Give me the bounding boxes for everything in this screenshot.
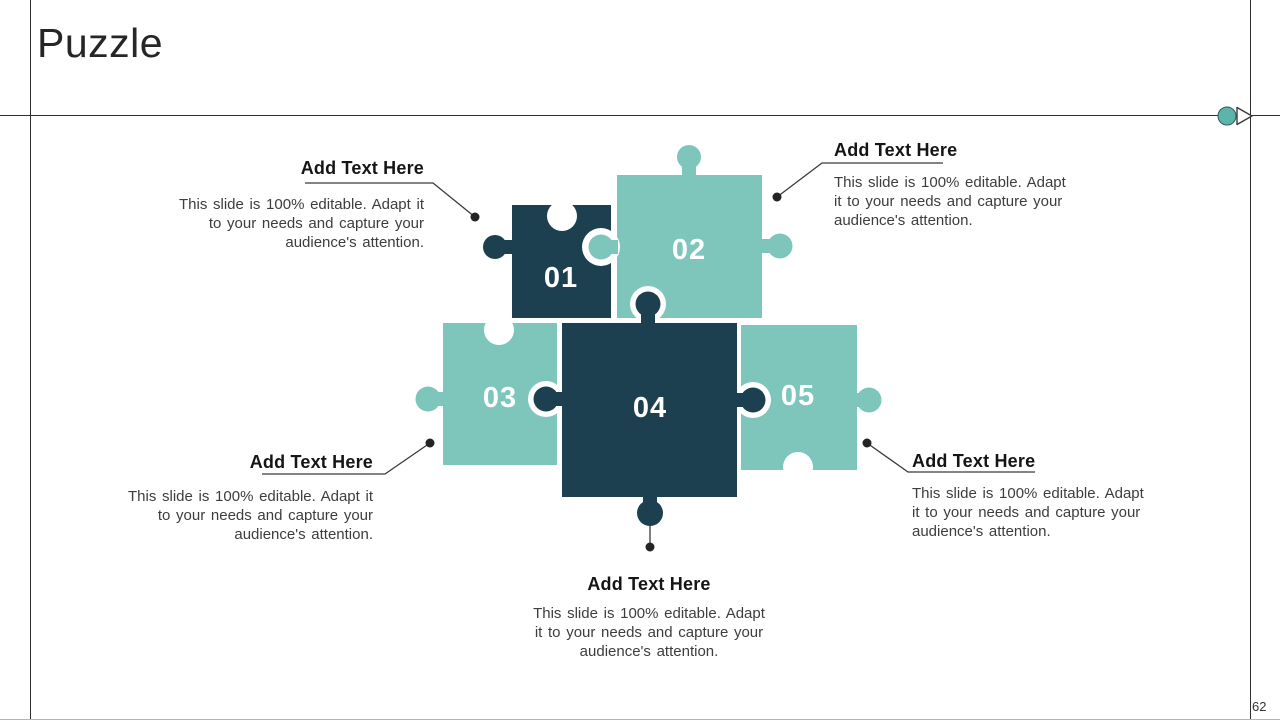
- callout-top-left-body[interactable]: This slide is 100% editable. Adapt it to…: [164, 195, 424, 252]
- callout-bottom-left: Add Text Here This slide is 100% editabl…: [113, 451, 373, 544]
- body-line: to your needs and capture your: [157, 507, 373, 524]
- body-line: This slide is 100% editable. Adapt: [912, 485, 1144, 502]
- marker-circle-icon: [1217, 106, 1237, 126]
- connector-dot: [470, 212, 480, 222]
- body-line: it to your needs and capture your: [912, 504, 1141, 521]
- callout-bottom-center-heading[interactable]: Add Text Here: [587, 574, 711, 594]
- piece-04-top-tab: [635, 291, 661, 317]
- piece-04-right-tab: [740, 387, 766, 413]
- piece-04-number: 04: [633, 392, 667, 424]
- body-line: This slide is 100% editable. Adapt it: [128, 488, 373, 505]
- piece-05-number: 05: [781, 380, 815, 412]
- piece-05-bottom-notch: [783, 452, 813, 482]
- piece-03-top-notch: [484, 315, 514, 345]
- piece-03-left-tab-stem: [430, 392, 444, 406]
- callout-bottom-center-body[interactable]: This slide is 100% editable. Adapt it to…: [527, 604, 771, 661]
- body-line: This slide is 100% editable. Adapt: [834, 174, 1066, 191]
- piece-01-number: 01: [544, 262, 578, 294]
- header-marker: [1217, 106, 1253, 126]
- callout-bottom-right-heading[interactable]: Add Text Here: [912, 451, 1036, 471]
- puzzle-piece-04[interactable]: [533, 291, 766, 527]
- body-line: audience's attention.: [234, 526, 373, 543]
- piece-numbers: 01 02 03 04 05: [483, 234, 815, 424]
- callout-top-left: Add Text Here This slide is 100% editabl…: [164, 157, 424, 252]
- piece-02-left-tab: [588, 234, 614, 260]
- body-line: it to your needs and capture your: [834, 193, 1063, 210]
- body-line: audience's attention.: [285, 234, 424, 251]
- body-line: This slide is 100% editable. Adapt it: [179, 196, 424, 213]
- piece-04-left-tab: [533, 386, 559, 412]
- piece-01-left-tab-stem: [500, 240, 514, 254]
- slide-title[interactable]: Puzzle: [37, 20, 164, 66]
- connector-top-right: [776, 162, 943, 198]
- callout-bottom-right-body[interactable]: This slide is 100% editable. Adapt it to…: [912, 484, 1158, 541]
- marker-arrow-icon: [1236, 106, 1253, 126]
- connector-dot: [862, 438, 872, 448]
- connector-dot: [425, 438, 435, 448]
- connector-dot: [772, 192, 782, 202]
- piece-03-number: 03: [483, 382, 517, 414]
- callout-bottom-left-body[interactable]: This slide is 100% editable. Adapt it to…: [113, 487, 373, 544]
- piece-01-top-notch: [547, 201, 577, 231]
- piece-02-top-tab-stem: [682, 163, 696, 177]
- piece-05-right-tab: [856, 387, 882, 413]
- piece-02-number: 02: [672, 234, 706, 266]
- callout-bottom-right: Add Text Here This slide is 100% editabl…: [912, 450, 1158, 541]
- piece-02-right-tab: [767, 233, 793, 259]
- body-line: audience's attention.: [579, 643, 719, 660]
- callout-bottom-left-heading[interactable]: Add Text Here: [249, 452, 373, 472]
- body-line: audience's attention.: [834, 212, 973, 229]
- connector-bottom-right: [866, 442, 1035, 473]
- callout-connector-dots: [425, 192, 872, 552]
- callout-top-left-heading[interactable]: Add Text Here: [300, 158, 424, 178]
- piece-04-bottom-tab: [637, 500, 663, 526]
- body-line: it to your needs and capture your: [534, 624, 764, 641]
- body-line: This slide is 100% editable. Adapt: [533, 605, 765, 622]
- body-line: audience's attention.: [912, 523, 1051, 540]
- connector-dot: [645, 542, 655, 552]
- callout-top-right-body[interactable]: This slide is 100% editable. Adapt it to…: [834, 173, 1080, 230]
- body-line: to your needs and capture your: [208, 215, 424, 232]
- connector-top-left: [305, 182, 476, 218]
- piece-04-body: [562, 323, 737, 497]
- page-number: 62: [1252, 699, 1267, 714]
- piece-02-left-tab-group: [588, 234, 618, 260]
- callout-top-right: Add Text Here This slide is 100% editabl…: [834, 139, 1080, 230]
- callout-bottom-center: Add Text Here This slide is 100% editabl…: [527, 573, 771, 661]
- callout-top-right-heading[interactable]: Add Text Here: [834, 140, 958, 160]
- connector-bottom-left: [262, 442, 431, 475]
